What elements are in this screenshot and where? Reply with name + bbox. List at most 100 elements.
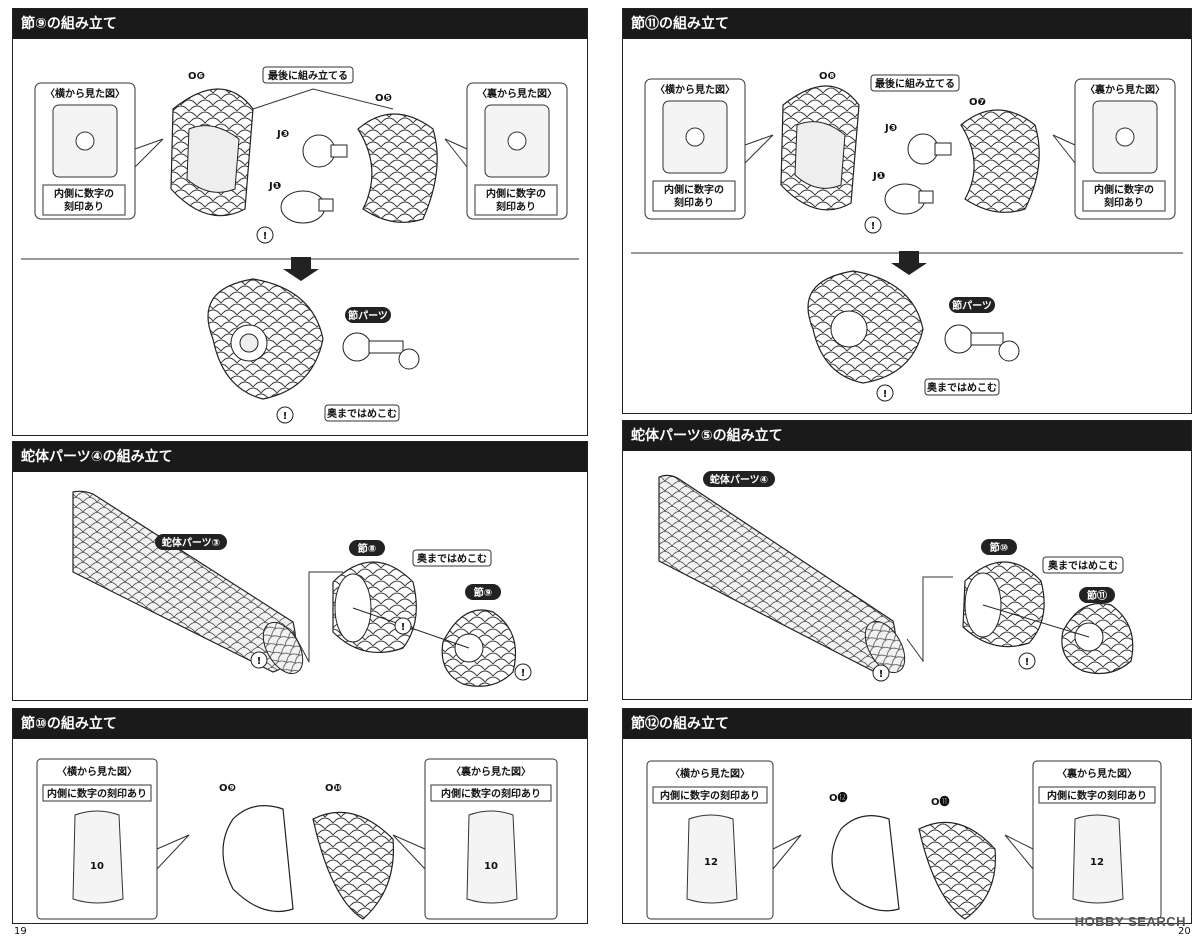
note-box (652, 180, 736, 212)
label-bubble (465, 584, 501, 600)
shell-part (357, 113, 438, 223)
svg-text:O❿: O❿ (325, 783, 343, 794)
svg-text:〈裏から見た図〉: 〈裏から見た図〉 (1057, 767, 1137, 780)
callout-box (324, 404, 400, 422)
svg-text:刻印あり: 刻印あり (1104, 196, 1144, 209)
joint-part (907, 133, 939, 165)
panel-joint-9: 節⑨の組み立て 〈横から見た図〉 内側に数字の 刻印あり 〈裏から見た図〉 内側… (12, 8, 588, 436)
svg-text:!: ! (1025, 657, 1030, 668)
label-bubble (981, 539, 1017, 555)
svg-text:刻印あり: 刻印あり (496, 200, 536, 213)
shell-inner (186, 125, 240, 193)
svg-text:最後に組み立てる: 最後に組み立てる (875, 77, 955, 90)
svg-text:〈裏から見た図〉: 〈裏から見た図〉 (451, 765, 531, 778)
panel-joint-10: 節⑩の組み立て 〈横から見た図〉 内側に数字の刻印あり 10 〈裏から見た図〉 … (12, 708, 588, 924)
svg-text:節⑨: 節⑨ (474, 586, 492, 599)
svg-text:〈裏から見た図〉: 〈裏から見た図〉 (1085, 83, 1165, 96)
caution-icon (872, 664, 890, 682)
page-number-right: 20 (1178, 926, 1191, 937)
part-view-icon (466, 810, 518, 904)
panel-body-part-5: 蛇体パーツ⑤の組み立て 蛇体パーツ④ 節⑩ 節⑪ 奥まではめこむ ! ! (622, 420, 1192, 700)
svg-text:O❽: O❽ (819, 71, 836, 82)
svg-text:節⑧: 節⑧ (358, 542, 376, 555)
caution-icon (256, 226, 274, 244)
shell-part (918, 821, 997, 920)
svg-text:節⑩: 節⑩ (990, 541, 1008, 554)
note-box (430, 784, 552, 802)
svg-text:!: ! (401, 622, 406, 633)
caution-icon (864, 216, 882, 234)
svg-text:O⓬: O⓬ (829, 791, 848, 804)
svg-text:内側に数字の: 内側に数字の (486, 187, 546, 200)
svg-text:!: ! (883, 389, 888, 400)
svg-text:内側に数字の刻印あり: 内側に数字の刻印あり (660, 789, 760, 802)
svg-text:J❶: J❶ (268, 181, 282, 192)
svg-text:!: ! (283, 411, 288, 422)
joint-ball-part (944, 324, 974, 354)
svg-text:12: 12 (704, 857, 718, 868)
svg-text:!: ! (871, 221, 876, 232)
shell-part (960, 109, 1040, 213)
note-box (652, 786, 768, 804)
svg-text:〈横から見た図〉: 〈横から見た図〉 (670, 767, 750, 780)
svg-text:内側に数字の: 内側に数字の (54, 187, 114, 200)
svg-text:奥まではめこむ: 奥まではめこむ (417, 552, 487, 565)
note-box (42, 184, 126, 216)
svg-text:J❶: J❶ (872, 171, 886, 182)
label-bubble (1079, 587, 1115, 603)
svg-text:!: ! (521, 668, 526, 679)
part-view-icon (686, 814, 738, 904)
panel-title: 節⑪の組み立て (623, 9, 1191, 39)
note-box (1082, 180, 1166, 212)
svg-text:〈横から見た図〉: 〈横から見た図〉 (655, 83, 735, 96)
shell-part (222, 805, 294, 913)
svg-text:!: ! (263, 231, 268, 242)
panel-title: 蛇体パーツ⑤の組み立て (623, 421, 1191, 451)
panel-title: 蛇体パーツ④の組み立て (13, 442, 587, 472)
svg-text:内側に数字の: 内側に数字の (1094, 183, 1154, 196)
shell-inner (794, 121, 846, 189)
panel-joint-12: 節⑫の組み立て 〈横から見た図〉 内側に数字の刻印あり 12 〈裏から見た図〉 … (622, 708, 1192, 924)
caution-icon (514, 663, 532, 681)
svg-text:奥まではめこむ: 奥まではめこむ (927, 381, 997, 394)
part-view-icon (1072, 814, 1124, 904)
label-bubble (949, 297, 995, 313)
callout-box (870, 74, 960, 92)
svg-text:奥まではめこむ: 奥まではめこむ (1048, 559, 1118, 572)
label-bubble (155, 534, 227, 550)
panel-joint-11: 節⑪の組み立て 〈横から見た図〉 内側に数字の 刻印あり 〈裏から見た図〉 内側… (622, 8, 1192, 414)
shell-part (312, 811, 395, 920)
callout-box (924, 378, 1000, 396)
watermark: HOBBY SEARCH (1074, 914, 1186, 929)
label-bubble (349, 540, 385, 556)
panel-title: 節⑨の組み立て (13, 9, 587, 39)
svg-text:10: 10 (90, 861, 104, 872)
svg-text:O❺: O❺ (375, 93, 393, 104)
svg-text:奥まではめこむ: 奥まではめこむ (327, 407, 397, 420)
callout-box (1042, 556, 1124, 574)
panel-title: 節⑫の組み立て (623, 709, 1191, 739)
svg-text:刻印あり: 刻印あり (674, 196, 714, 209)
svg-text:O⓫: O⓫ (931, 795, 950, 808)
note-box (474, 184, 558, 216)
svg-text:O❾: O❾ (219, 783, 236, 794)
caution-icon (250, 651, 268, 669)
svg-text:節⑪: 節⑪ (1087, 589, 1107, 602)
body-part-5-illustration: 蛇体パーツ④ 節⑩ 節⑪ 奥まではめこむ ! ! (658, 471, 1134, 682)
note-box (42, 784, 152, 802)
svg-text:J❸: J❸ (884, 123, 898, 134)
joint-part (280, 190, 326, 224)
svg-text:!: ! (257, 656, 262, 667)
back-view-label: 〈裏から見た図〉 (477, 87, 557, 100)
joint-11-illustration: 〈横から見た図〉 内側に数字の 刻印あり 〈裏から見た図〉 内側に数字の 刻印あ… (631, 71, 1183, 402)
label-bubble (703, 471, 775, 487)
joint-ball-part (342, 332, 372, 362)
note-box (1038, 786, 1156, 804)
svg-text:J❸: J❸ (276, 129, 290, 140)
svg-text:内側に数字の刻印あり: 内側に数字の刻印あり (441, 787, 541, 800)
caution-icon (1018, 652, 1036, 670)
svg-text:10: 10 (484, 861, 498, 872)
caution-icon (876, 384, 894, 402)
svg-text:節パーツ: 節パーツ (952, 299, 992, 312)
svg-text:!: ! (879, 669, 884, 680)
